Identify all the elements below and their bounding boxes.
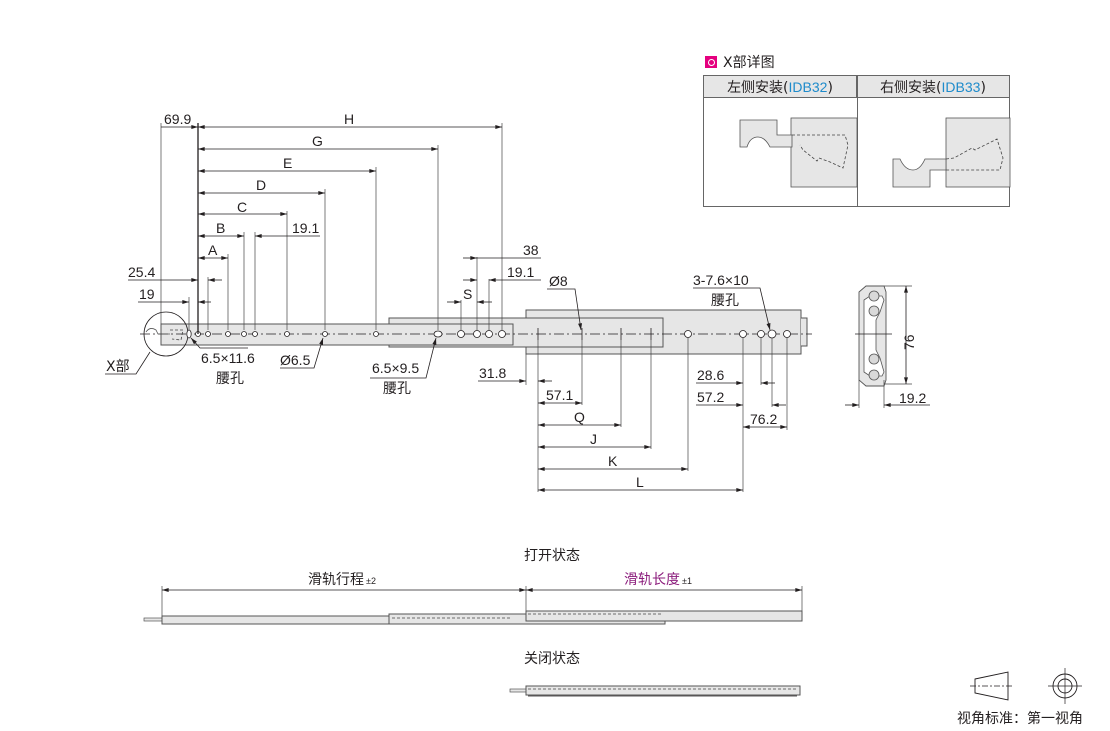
slot2-size: 6.5×9.5 — [372, 360, 419, 376]
hole — [498, 330, 506, 338]
x-part-label: X部 — [106, 359, 130, 375]
dim-H: H — [344, 111, 354, 127]
hole-dia-8: Ø8 — [549, 273, 568, 289]
dim-G: G — [312, 133, 323, 149]
dim-K: K — [608, 453, 618, 469]
left-install-code: IDB32 — [788, 79, 828, 95]
hole-dia-6-5: Ø6.5 — [280, 352, 311, 368]
detail-title: X部详图 — [705, 52, 775, 72]
open-outer-rail — [525, 610, 803, 622]
dim-B: B — [216, 220, 225, 236]
hole — [241, 331, 247, 337]
dim-38: 38 — [523, 242, 539, 258]
hole — [373, 331, 379, 337]
hole — [485, 330, 493, 338]
slot-hole — [186, 329, 192, 339]
closed-state-drawing — [509, 685, 801, 697]
right-install-code: IDB33 — [941, 79, 981, 95]
hole — [284, 331, 290, 337]
callout-lines — [105, 287, 771, 379]
dim-A: A — [208, 242, 218, 258]
length-tolerance: ±1 — [682, 576, 692, 586]
dim-S: S — [463, 286, 472, 302]
closed-rail — [525, 685, 801, 696]
projection-label: 视角标准：第一视角 — [957, 710, 1083, 727]
hole — [252, 331, 258, 337]
hole — [783, 330, 791, 338]
right-install-label: 右侧安装( — [880, 80, 942, 96]
detail-left-drawing — [739, 117, 858, 188]
dim-57-1: 57.1 — [546, 387, 573, 403]
rail-top-view — [140, 309, 812, 357]
holes — [186, 328, 791, 340]
hole — [473, 330, 481, 338]
right-install-suffix: ) — [980, 80, 986, 96]
hole — [757, 330, 765, 338]
dim-69-9: 69.9 — [164, 111, 191, 127]
open-state-title: 打开状态 — [524, 547, 580, 564]
dim-J: J — [590, 431, 597, 447]
section-height: 76 — [901, 334, 917, 350]
circle-marker-icon — [705, 56, 717, 68]
section-width: 19.2 — [899, 390, 926, 406]
slot2-note: 腰孔 — [383, 381, 411, 397]
dim-E: E — [283, 155, 292, 171]
section-view — [845, 285, 930, 408]
detail-title-text: X部详图 — [723, 55, 775, 71]
hole — [684, 330, 692, 338]
slot3-size: 3-7.6×10 — [693, 272, 749, 288]
dim-Q: Q — [574, 409, 585, 425]
hole — [322, 331, 328, 337]
detail-header-left: 左侧安装(IDB32) — [704, 76, 857, 98]
slot1-size: 6.5×11.6 — [201, 350, 255, 366]
dim-L: L — [636, 474, 644, 490]
dim-C: C — [237, 199, 247, 215]
detail-divider — [857, 76, 858, 206]
dim-D: D — [256, 177, 266, 193]
dim-28-6: 28.6 — [697, 367, 724, 383]
first-angle-projection-icon — [970, 668, 1082, 704]
hole — [205, 331, 211, 337]
top-dimensions — [128, 125, 541, 304]
bottom-extension-lines — [525, 338, 788, 492]
dim-19-1b: 19.1 — [507, 264, 534, 280]
dim-31-8: 31.8 — [479, 365, 506, 381]
closed-state-title: 关闭状态 — [524, 651, 580, 667]
left-install-suffix: ) — [827, 80, 833, 96]
dim-76-2: 76.2 — [750, 411, 777, 427]
slot-hole — [767, 329, 777, 339]
dim-19: 19 — [139, 286, 155, 302]
extension-lines — [160, 123, 503, 334]
hole — [225, 331, 231, 337]
inner-rail — [160, 323, 514, 346]
dim-19-1: 19.1 — [292, 220, 319, 236]
travel-label: 滑轨行程±2 — [308, 571, 376, 588]
hole — [457, 330, 465, 338]
travel-tolerance: ±2 — [366, 576, 376, 586]
dim-25-4: 25.4 — [128, 264, 155, 280]
left-install-label: 左侧安装( — [727, 80, 789, 96]
detail-right-drawing — [892, 117, 1011, 188]
dim-57-2: 57.2 — [697, 389, 724, 405]
length-label: 滑轨长度±1 — [624, 571, 692, 588]
slot-hole — [433, 330, 443, 338]
open-state-drawing — [143, 586, 803, 625]
slot1-note: 腰孔 — [216, 371, 244, 387]
hole — [739, 330, 747, 338]
slot3-note: 腰孔 — [711, 293, 739, 309]
detail-header-right: 右侧安装(IDB33) — [857, 76, 1009, 98]
bottom-dimensions — [478, 379, 787, 492]
